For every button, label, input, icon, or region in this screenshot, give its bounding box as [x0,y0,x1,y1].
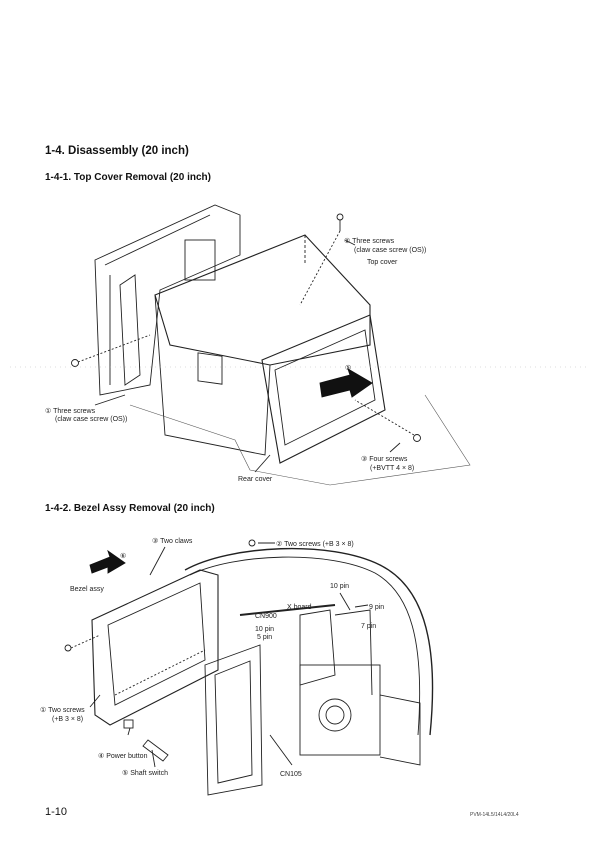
label-bezel-assy: Bezel assy [70,586,104,593]
label-power-button: ④ Power button [98,752,148,760]
label-9-pin: 9 pin [369,604,384,611]
top-cover-heading: 1-4-1. Top Cover Removal (20 inch) [45,172,211,183]
label-cn900: CN900 [255,613,277,620]
label-shaft-switch: ⑤ Shaft switch [122,769,168,777]
top-cover-diagram: ② Three screws (claw case screw (OS)) To… [10,204,590,486]
label-5-pin: 5 pin [257,634,272,641]
label-step-6: ⑥ [120,552,126,560]
label-three-screws-left: ① Three screws [45,407,96,415]
label-rear-cover: Rear cover [238,476,273,483]
label-7-pin: 7 pin [361,623,376,630]
label-two-screws-left: ① Two screws [40,706,85,714]
bezel-heading: 1-4-2. Bezel Assy Removal (20 inch) [45,503,215,514]
page-number: 1-10 [45,806,68,818]
label-two-claws: ③ Two claws [152,537,193,545]
label-step-5: ⑤ [345,364,351,372]
label-b3x8-left: (+B 3 × 8) [52,716,83,723]
label-x-board: X board [287,604,312,611]
label-cn105: CN105 [280,771,302,778]
label-two-screws-top: ② Two screws (+B 3 × 8) [276,540,354,548]
section-title: 1-4. Disassembly (20 inch) [45,145,189,157]
bezel-figure: ③ Two claws ⑥ ② Two screws (+B 3 × 8) Be… [0,525,596,805]
top-cover-figure: ② Three screws (claw case screw (OS)) To… [0,195,596,495]
label-claw-screw-left: (claw case screw (OS)) [55,416,127,423]
label-four-screws: ③ Four screws [361,455,408,463]
label-10-pin-mid: 10 pin [255,626,274,633]
bezel-diagram: ③ Two claws ⑥ ② Two screws (+B 3 × 8) Be… [40,537,434,796]
label-10-pin-top: 10 pin [330,583,349,590]
document-code: PVM-14L5/14L4/20L4 [470,812,519,818]
label-claw-screw-top: (claw case screw (OS)) [354,247,426,254]
label-bvtt: (+BVTT 4 × 8) [370,465,414,472]
label-top-cover: Top cover [367,259,398,266]
label-three-screws-top: ② Three screws [344,237,395,245]
